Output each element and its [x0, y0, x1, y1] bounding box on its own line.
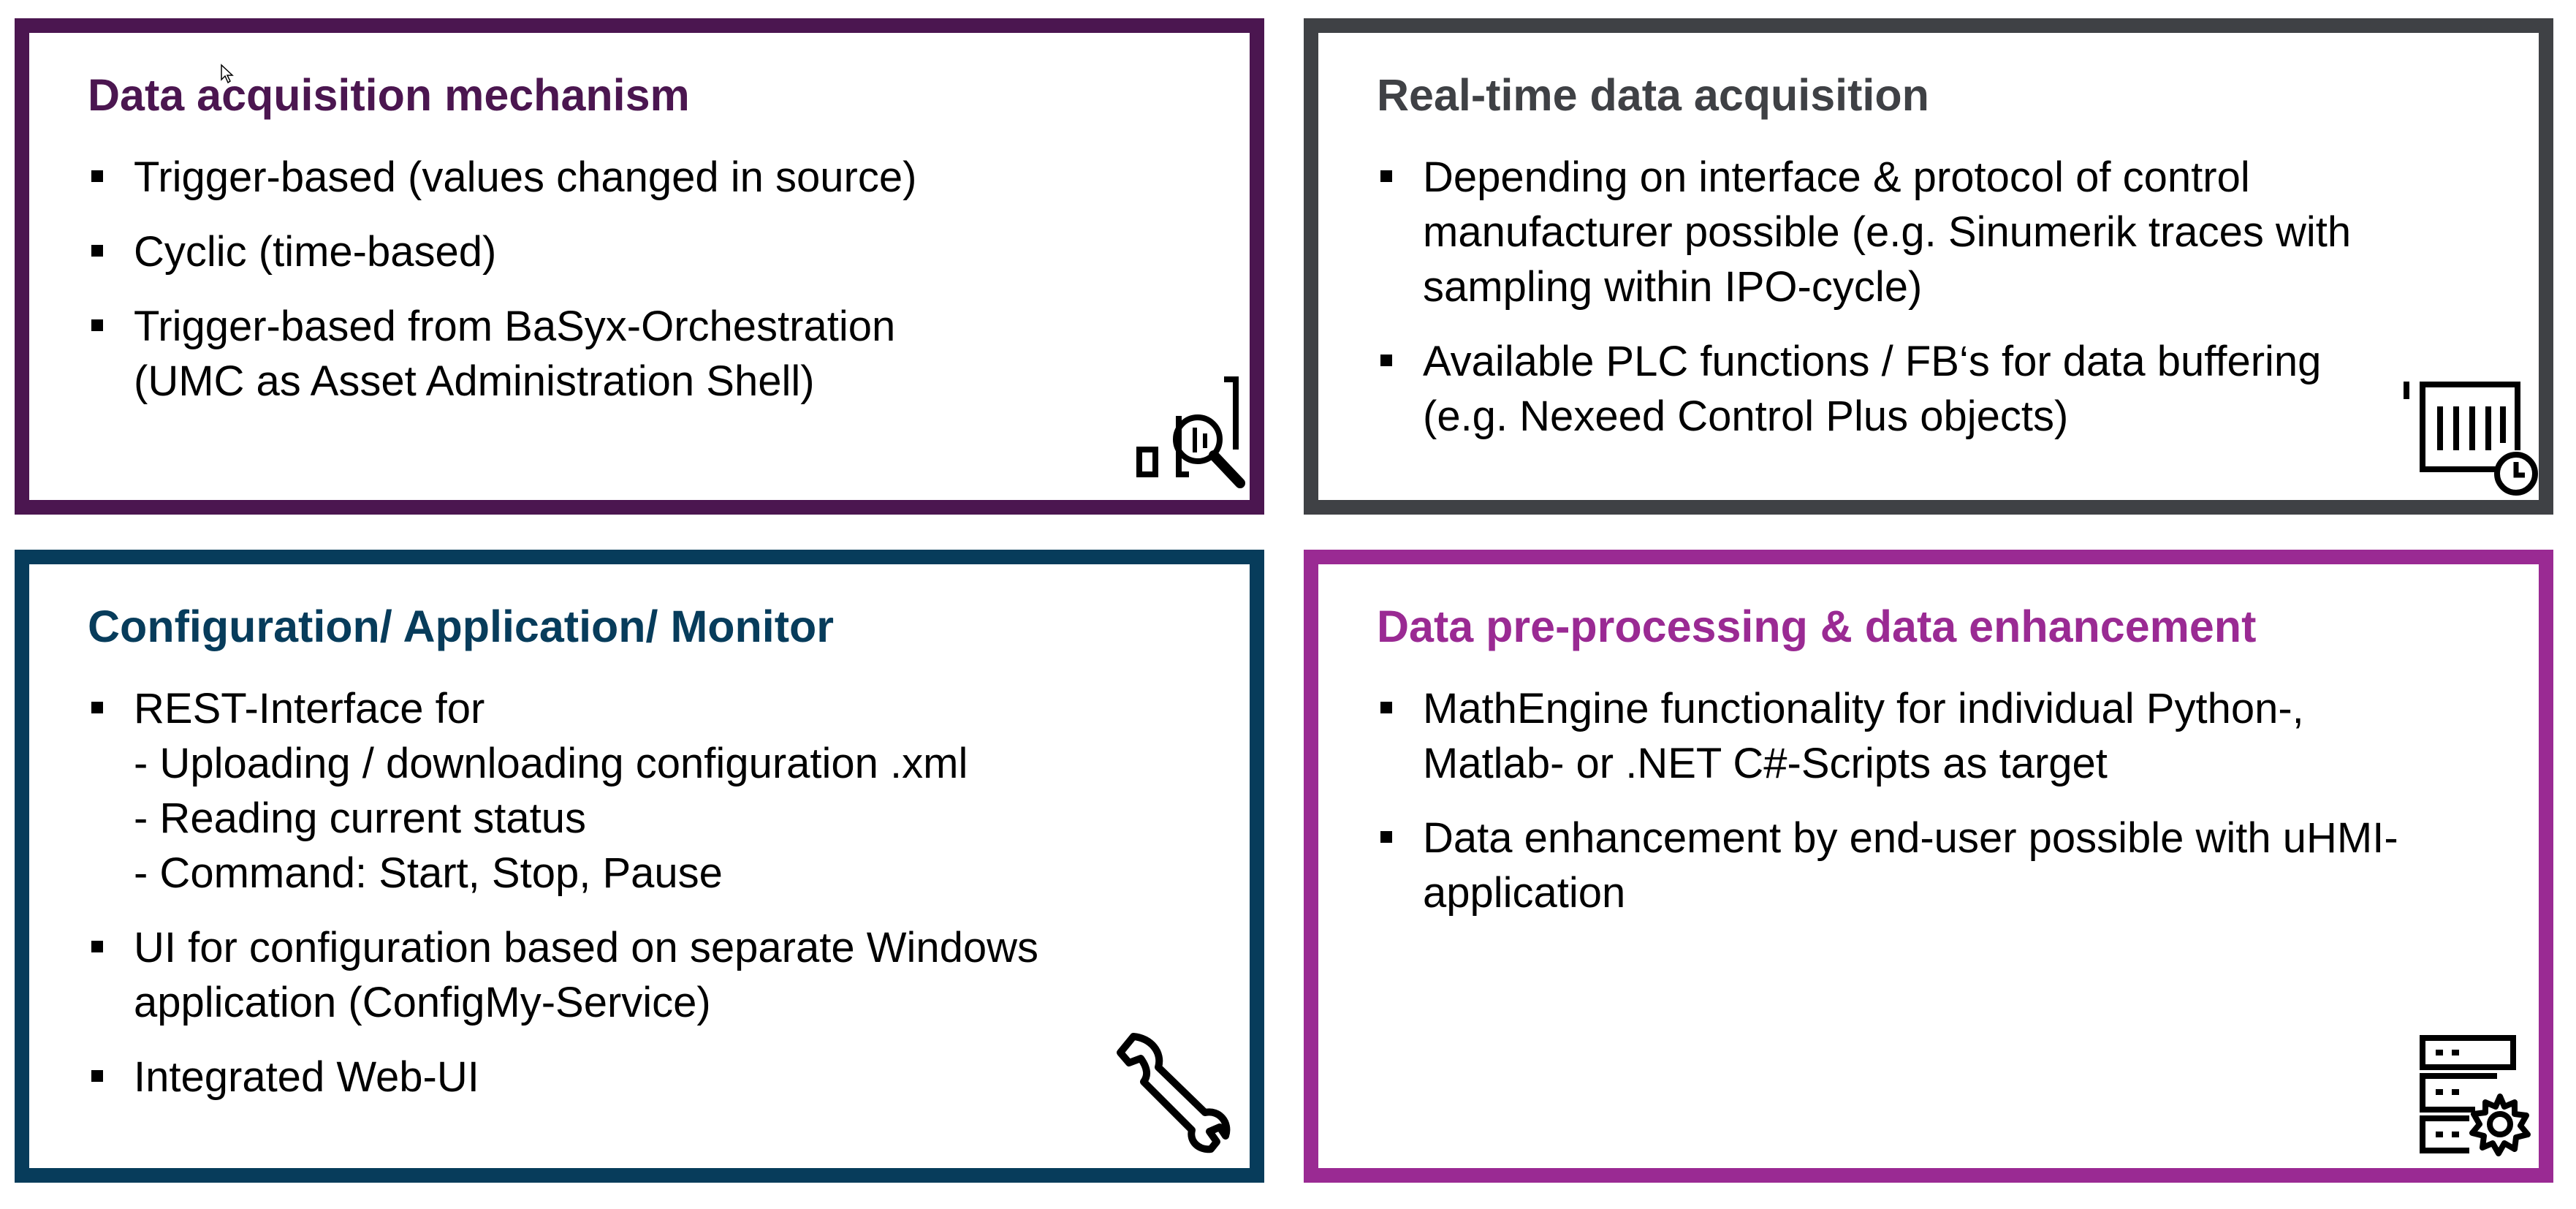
bullet-marker [91, 1070, 103, 1082]
bullet-text: Data enhancement by end-user possible wi… [1423, 814, 2398, 862]
bullet-marker [1380, 702, 1392, 713]
bullet-text: application (ConfigMy-Service) [134, 979, 711, 1026]
bullet-text: (e.g. Nexeed Control Plus objects) [1423, 393, 2069, 440]
barcode-clock-icon [2404, 373, 2550, 497]
bullet-list: Trigger-based (values changed in source)… [88, 150, 916, 428]
bullet-text: (UMC as Asset Administration Shell) [134, 357, 815, 405]
panel-title: Data acquisition mechanism [88, 70, 690, 120]
bullet-text: - Command: Start, Stop, Pause [134, 849, 723, 897]
panel-configuration-application-monitor: Configuration/ Application/ Monitor REST… [15, 550, 1264, 1183]
panel-data-acquisition-mechanism: Data acquisition mechanism Trigger-based… [15, 18, 1264, 515]
panel-data-pre-processing-enhancement: Data pre-processing & data enhancement M… [1304, 550, 2553, 1183]
bullet-text: UI for configuration based on separate W… [134, 924, 1039, 971]
bullet-text: Trigger-based (values changed in source) [134, 154, 917, 201]
bullet-item: REST-Interface for - Uploading / downloa… [88, 681, 1038, 901]
bullet-marker [91, 941, 103, 952]
bullet-text: application [1423, 869, 1626, 917]
bullet-marker [91, 245, 103, 257]
bullet-text: Trigger-based from BaSyx-Orchestration [134, 303, 896, 350]
server-gear-icon [2418, 1034, 2535, 1158]
bullet-item: Trigger-based (values changed in source) [88, 150, 916, 205]
bullet-text: Depending on interface & protocol of con… [1423, 154, 2250, 201]
bullet-text: manufacturer possible (e.g. Sinumerik tr… [1423, 208, 2352, 256]
bullet-text: Matlab- or .NET C#-Scripts as target [1423, 740, 2108, 787]
bullet-text: - Reading current status [134, 795, 586, 842]
bullet-item: Available PLC functions / FB‘s for data … [1377, 334, 2351, 444]
bullet-list: REST-Interface for - Uploading / downloa… [88, 681, 1038, 1124]
bullet-text: Available PLC functions / FB‘s for data … [1423, 338, 2322, 385]
bullet-text: Cyclic (time-based) [134, 228, 497, 276]
bullet-text: sampling within IPO-cycle) [1423, 263, 1923, 311]
bullet-item: Integrated Web-UI [88, 1050, 1038, 1104]
bullet-list: MathEngine functionality for individual … [1377, 681, 2398, 940]
mouse-cursor-icon [220, 64, 235, 88]
panel-real-time-data-acquisition: Real-time data acquisition Depending on … [1304, 18, 2553, 515]
bullet-marker [91, 170, 103, 182]
bullet-marker [91, 702, 103, 713]
chart-magnifier-icon [1136, 376, 1253, 493]
bullet-item: MathEngine functionality for individual … [1377, 681, 2398, 791]
bullet-item: UI for configuration based on separate W… [88, 920, 1038, 1030]
bullet-item: Cyclic (time-based) [88, 224, 916, 279]
bullet-text: REST-Interface for [134, 685, 485, 732]
panel-title: Real-time data acquisition [1377, 70, 1929, 120]
bullet-marker [1380, 355, 1392, 366]
bullet-item: Data enhancement by end-user possible wi… [1377, 811, 2398, 920]
bullet-text: - Uploading / downloading configuration … [134, 740, 968, 787]
bullet-marker [1380, 170, 1392, 182]
bullet-item: Depending on interface & protocol of con… [1377, 150, 2351, 314]
panel-title: Configuration/ Application/ Monitor [88, 602, 835, 651]
bullet-text: Integrated Web-UI [134, 1053, 479, 1101]
bullet-item: Trigger-based from BaSyx-Orchestration (… [88, 299, 916, 409]
bullet-list: Depending on interface & protocol of con… [1377, 150, 2351, 463]
wrench-icon [1100, 1031, 1231, 1155]
bullet-marker [1380, 831, 1392, 843]
panel-title: Data pre-processing & data enhancement [1377, 602, 2257, 651]
bullet-text: MathEngine functionality for individual … [1423, 685, 2304, 732]
bullet-marker [91, 319, 103, 331]
